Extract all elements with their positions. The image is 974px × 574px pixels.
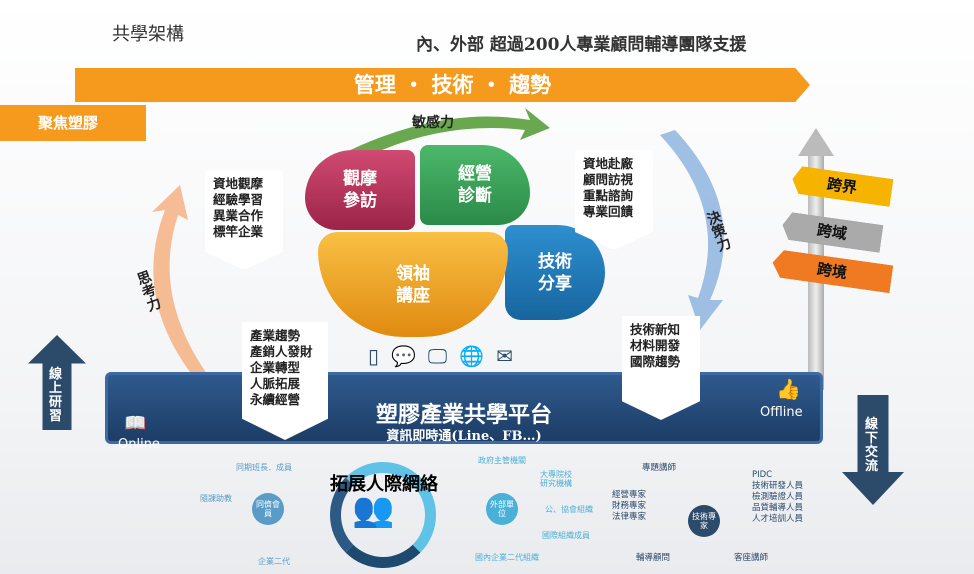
- learning-platform: 塑膠產業共學平台 資訊即時通(Line、FB…) 📖 Online 👍 Offl…: [105, 372, 823, 452]
- external-node: [486, 493, 518, 525]
- right-arrow: [660, 130, 724, 330]
- tech-center-label: 技術專家: [692, 512, 716, 530]
- subtitle: 內、外部 超過200人專業顧問輔導團隊支援: [416, 35, 747, 55]
- online-label: Online: [118, 437, 160, 452]
- offline-label: Offline: [760, 405, 803, 420]
- mail-icon: ✉: [496, 344, 513, 368]
- signpost-arrow-icon: [798, 128, 834, 156]
- peer-label: 企業二代: [258, 557, 290, 566]
- platform-title: 塑膠產業共學平台: [375, 402, 552, 428]
- network-title: 拓展人際網絡: [330, 474, 438, 495]
- tech-label: 經營專家 財務專家 法律專家: [612, 490, 647, 522]
- external-label: 政府主管機關: [478, 456, 526, 465]
- segment-diagnosis: 經營 診斷: [420, 145, 530, 225]
- peer-node: [252, 493, 284, 525]
- external-label: 國內企業二代組織: [475, 553, 539, 562]
- tech-label: 客座講師: [734, 553, 769, 563]
- sensitivity-label: 敏感力: [412, 115, 454, 131]
- note-bottom-right: 技術新知 材料開發 國際趨勢: [622, 316, 700, 420]
- sign-cross-border: 跨界: [791, 165, 894, 207]
- external-label: 大專院校 研究機構: [540, 470, 572, 488]
- external-center-label: 外部單位: [490, 500, 514, 518]
- tech-label: PIDC 技術研發人員 檢測驗證人員 品質輔導人員 人才培訓人員: [752, 470, 804, 524]
- note-bottom-left: 產業趨勢 產銷人發財 企業轉型 人脈拓展 永續經營: [242, 322, 328, 440]
- monitor-icon: 🖵: [427, 344, 448, 368]
- offline-exchange-label: 線下交流: [865, 417, 879, 474]
- note-left: 資地觀摩 經驗學習 異業合作 標竿企業: [205, 170, 283, 270]
- device-icons: ▯ 💬 🖵 🌐 ✉: [368, 344, 513, 368]
- people-icon: 👥: [352, 490, 394, 530]
- phone-icon: ▯: [368, 344, 380, 368]
- segment-visit: 觀摩 參訪: [305, 150, 415, 230]
- platform-subtitle: 資訊即時通(Line、FB…): [386, 429, 542, 444]
- globe-icon: 🌐: [459, 344, 485, 368]
- book-icon: 📖: [124, 413, 147, 434]
- sign-cross-nation: 跨境: [771, 249, 894, 293]
- tech-label: 專題講師: [642, 463, 677, 473]
- top-arrow: [340, 108, 550, 160]
- cycle-arrows: [152, 108, 724, 385]
- note-right: 資地赴廠 顧問訪視 重點諮詢 專業回饋: [575, 150, 653, 250]
- peer-label: 隨課助教: [200, 494, 232, 503]
- segment-tech-share: 技術 分享: [505, 225, 605, 320]
- peer-center-label: 同儕會員: [256, 500, 280, 518]
- page-title: 共學架構: [112, 24, 184, 45]
- thumbs-up-icon: 👍: [776, 377, 801, 401]
- external-label: 公、協會組織: [545, 505, 593, 514]
- network-ring: [330, 462, 436, 568]
- tech-label: 輔導顧問: [636, 553, 671, 563]
- sign-cross-domain: 跨域: [781, 211, 884, 253]
- focus-tag: 聚焦塑膠: [0, 105, 146, 141]
- external-label: 國際組織成員: [542, 531, 590, 540]
- main-banner: 管理 ・ 技術 ・ 趨勢: [75, 68, 810, 102]
- online-study-label: 線上研習: [49, 367, 63, 424]
- left-arrow: [152, 185, 215, 385]
- chat-icon: 💬: [391, 344, 416, 368]
- peer-label: 同期班長．成員: [236, 463, 292, 472]
- tech-node: [688, 505, 720, 537]
